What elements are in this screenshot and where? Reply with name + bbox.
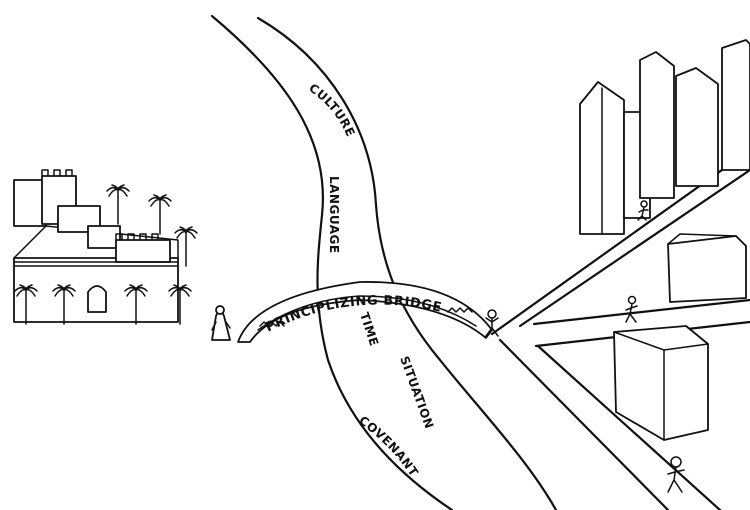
modern-buildings (613, 233, 747, 441)
stick-figure-road-3 (667, 456, 685, 493)
label-time: TIME (357, 311, 381, 348)
label-covenant: COVENANT (356, 413, 421, 479)
label-situation: SITUATION (397, 354, 436, 431)
stick-figure-road-2 (625, 295, 638, 323)
principlizing-bridge (237, 281, 493, 343)
ancient-figure (211, 305, 231, 341)
stick-figure-bridge (485, 309, 499, 337)
modern-people (485, 200, 685, 493)
river (210, 14, 558, 510)
skyscrapers (579, 39, 750, 235)
stick-figure-road-1 (637, 200, 649, 221)
label-language: LANGUAGE (327, 176, 341, 254)
ancient-city (13, 169, 198, 325)
